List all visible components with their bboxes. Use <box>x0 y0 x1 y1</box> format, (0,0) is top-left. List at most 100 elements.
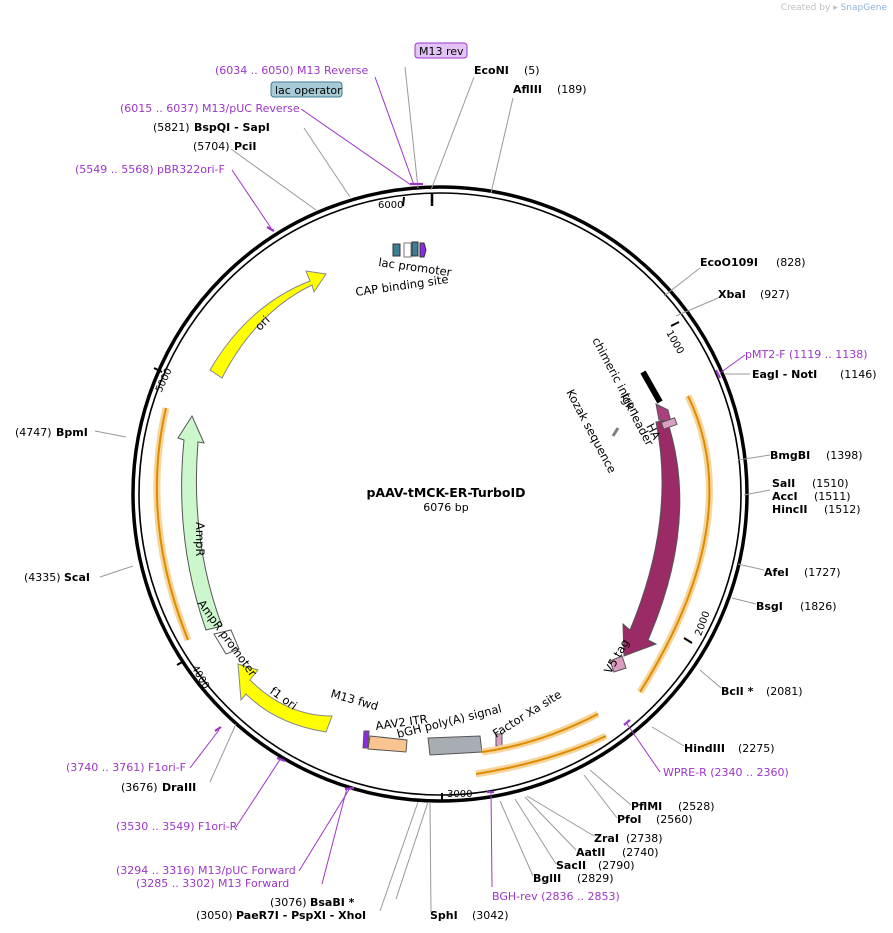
site-hincii-pos: (1512) <box>824 503 861 516</box>
primer-lines <box>189 76 746 888</box>
primer-m13puc-rev: (6015 .. 6037) M13/pUC Reverse <box>120 102 300 115</box>
primer-marks <box>214 182 721 794</box>
site-bsgi: BsgI <box>756 600 783 613</box>
lac-operator-feature <box>411 241 419 257</box>
site-paer7i: PaeR7I - PspXI - XhoI <box>236 909 366 922</box>
site-bcli-pos: (2081) <box>766 685 803 698</box>
site-afei: AfeI <box>764 566 789 579</box>
tick-2000: 2000 <box>694 610 713 638</box>
site-draiii: DraIII <box>162 781 196 794</box>
plasmid-name: pAAV-tMCK-ER-TurboID <box>366 485 526 500</box>
site-eagnot: EagI - NotI <box>752 368 817 381</box>
site-econi-pos: (5) <box>524 64 540 77</box>
site-zrai: ZraI <box>594 832 619 845</box>
site-bspqi: BspQI - SapI <box>194 121 270 134</box>
site-xbai-pos: (927) <box>760 288 790 301</box>
orf-arcs <box>153 394 713 778</box>
site-hincii: HincII <box>772 503 808 516</box>
tick-marks <box>153 196 693 801</box>
site-sali-pos: (1510) <box>812 477 849 490</box>
site-bmgbi: BmgBI <box>770 449 810 462</box>
site-bsabi-pos: (3076) <box>270 896 307 909</box>
site-zrai-pos: (2738) <box>626 832 663 845</box>
ha-feature <box>660 417 678 430</box>
site-bcli: BclI * <box>721 685 754 698</box>
cap-feature <box>392 243 401 257</box>
chimeric-intron-feature <box>640 370 663 404</box>
site-afliii-pos: (189) <box>557 83 587 96</box>
site-bspqi-pos: (5821) <box>153 121 190 134</box>
leader-lines <box>94 66 771 913</box>
site-pcii: PciI <box>234 140 256 153</box>
ori-feature <box>209 270 327 379</box>
kozak-feature <box>611 427 620 437</box>
credit-text: Created by <box>780 3 831 13</box>
site-pcii-pos: (5704) <box>193 140 230 153</box>
site-ecoo109i-pos: (828) <box>776 256 806 269</box>
lac-operator-box <box>270 81 343 98</box>
primer-pbr322: (5549 .. 5568) pBR322ori-F <box>75 163 225 176</box>
tick-3000: 3000 <box>447 789 472 800</box>
site-eagnot-pos: (1146) <box>840 368 877 381</box>
igk-feature <box>655 403 672 423</box>
m13rev-box <box>414 42 468 59</box>
site-bsabi: BsaBI * <box>310 896 355 909</box>
plasmid-title-block: pAAV-tMCK-ER-TurboID 6076 bp <box>346 485 546 514</box>
primer-f1orif: (3740 .. 3761) F1ori-F <box>66 761 186 774</box>
site-pfoi-pos: (2560) <box>656 813 693 826</box>
site-bglii: BglII <box>533 872 561 885</box>
site-aatii: AatII <box>576 846 605 859</box>
site-acci-pos: (1511) <box>814 490 851 503</box>
snapgene-credit: Created by ▸ SnapGene <box>781 3 887 13</box>
m13rev-label: M13 rev <box>419 45 464 58</box>
primer-wpre: WPRE-R (2340 .. 2360) <box>663 766 789 779</box>
site-xbai: XbaI <box>718 288 746 301</box>
site-aatii-pos: (2740) <box>622 846 659 859</box>
site-scai-pos: (4335) <box>24 571 61 584</box>
primer-f1orir: (3530 .. 3549) F1ori-R <box>116 820 238 833</box>
ampr-promoter-label: AmpR promoter <box>195 597 260 679</box>
m13fwd-feature <box>362 730 370 749</box>
site-afei-pos: (1727) <box>804 566 841 579</box>
ampr-feature <box>177 414 223 631</box>
m13fwd-label: M13 fwd <box>329 686 380 713</box>
lac-operator-label: lac operator <box>275 84 342 97</box>
primer-pmt2: pMT2-F (1119 .. 1138) <box>745 348 868 361</box>
site-pflmi: PflMI <box>631 800 662 813</box>
features <box>177 241 681 756</box>
site-bmgbi-pos: (1398) <box>826 449 863 462</box>
ha-label: HA <box>643 421 663 442</box>
site-sacii: SacII <box>556 859 586 872</box>
bgh-feature <box>427 735 483 756</box>
site-bpmi-pos: (4747) <box>15 426 52 439</box>
site-sacii-pos: (2790) <box>598 859 635 872</box>
turboid-feature <box>622 419 681 657</box>
site-acci: AccI <box>772 490 798 503</box>
site-hindiii: HindIII <box>684 742 725 755</box>
primer-m13reverse: (6034 .. 6050) M13 Reverse <box>215 64 368 77</box>
site-sali: SalI <box>772 477 795 490</box>
ampr-promoter-feature <box>213 629 240 655</box>
v5-label: V5 tag <box>601 636 632 676</box>
site-ecoo109i: EcoO109I <box>700 256 758 269</box>
site-bpmi: BpmI <box>56 426 88 439</box>
ampr-label: AmpR <box>193 522 207 556</box>
primer-labels: (6034 .. 6050) M13 Reverse (6015 .. 6037… <box>66 64 868 903</box>
site-paer7i-pos: (3050) <box>196 909 233 922</box>
site-hindiii-pos: (2275) <box>738 742 775 755</box>
site-afliii: AflIII <box>513 83 542 96</box>
primer-m13fwd: (3285 .. 3302) M13 Forward <box>136 877 289 890</box>
boxed-labels: M13 rev lac operator <box>270 42 468 98</box>
tick-1000: 1000 <box>663 329 685 357</box>
tick-6000: 6000 <box>378 200 403 211</box>
site-econi: EcoNI <box>474 64 509 77</box>
primer-bghrev: BGH-rev (2836 .. 2853) <box>492 890 620 903</box>
site-pfoi: PfoI <box>617 813 642 826</box>
site-draiii-pos: (3676) <box>121 781 158 794</box>
site-sphi: SphI <box>430 909 458 922</box>
cap-label: CAP binding site <box>354 272 449 299</box>
plasmid-size: 6076 bp <box>423 501 469 514</box>
site-scai: ScaI <box>64 571 90 584</box>
v5-feature <box>609 655 627 673</box>
